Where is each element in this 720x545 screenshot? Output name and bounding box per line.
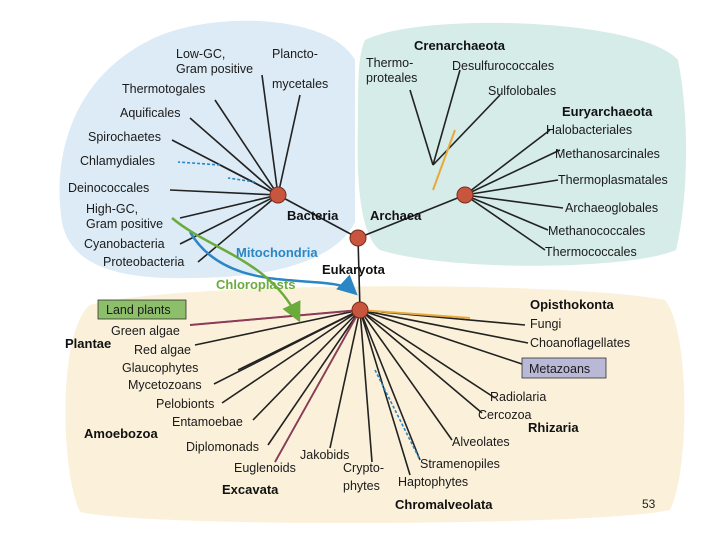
domain-bacteria: Bacteria: [287, 208, 339, 223]
taxon-chlamydiales: Chlamydiales: [80, 154, 155, 168]
taxon-aquificales: Aquificales: [120, 106, 180, 120]
domain-archaea: Archaea: [370, 208, 422, 223]
domain-eukaryota: Eukaryota: [322, 262, 386, 277]
taxon-choanoflagellates: Choanoflagellates: [530, 336, 630, 350]
group-rhizaria: Rhizaria: [528, 420, 579, 435]
taxon-jakobids: Jakobids: [300, 448, 349, 462]
taxon-alveolates: Alveolates: [452, 435, 510, 449]
taxon-spirochaetes: Spirochaetes: [88, 130, 161, 144]
taxon-metazoans: Metazoans: [529, 362, 590, 376]
taxon-red-algae: Red algae: [134, 343, 191, 357]
group-plantae: Plantae: [65, 336, 111, 351]
taxon-desulfurococcales: Desulfurococcales: [452, 59, 554, 73]
chloroplasts-arrow: [171, 217, 301, 323]
taxon-thermotogales: Thermotogales: [122, 82, 205, 96]
taxon-halobacteriales: Halobacteriales: [546, 123, 632, 137]
taxon-entamoebae: Entamoebae: [172, 415, 243, 429]
taxon-thermo-2: proteales: [366, 71, 417, 85]
taxon-land-plants: Land plants: [106, 303, 171, 317]
taxon-archaeoglobales: Archaeoglobales: [565, 201, 658, 215]
taxon-thermococcales: Thermococcales: [545, 245, 637, 259]
taxon-green-algae: Green algae: [111, 324, 180, 338]
group-opisthokonta: Opisthokonta: [530, 297, 615, 312]
taxon-low-gc-2: Gram positive: [176, 62, 253, 76]
taxon-euglenoids: Euglenoids: [234, 461, 296, 475]
group-chromalveolata: Chromalveolata: [395, 497, 493, 512]
bacteria-branches: [169, 74, 359, 263]
taxon-mycetozoans: Mycetozoans: [128, 378, 202, 392]
taxon-thermoplasmatales: Thermoplasmatales: [558, 173, 668, 187]
taxon-deinococcales: Deinococcales: [68, 181, 149, 195]
eukaryota-node: [351, 301, 369, 319]
taxon-high-gc-2: Gram positive: [86, 217, 163, 231]
taxon-proteobacteria: Proteobacteria: [103, 255, 184, 269]
group-euryarchaeota: Euryarchaeota: [562, 104, 653, 119]
taxon-cyanobacteria: Cyanobacteria: [84, 237, 165, 251]
taxon-pelobionts: Pelobionts: [156, 397, 214, 411]
group-excavata: Excavata: [222, 482, 279, 497]
metazoans-box: [521, 357, 607, 379]
taxon-fungi: Fungi: [530, 317, 561, 331]
taxon-sulfolobales: Sulfolobales: [488, 84, 556, 98]
taxon-glaucophytes: Glaucophytes: [122, 361, 198, 375]
taxon-thermo-1: Thermo-: [366, 56, 413, 70]
group-amoebozoa: Amoebozoa: [84, 426, 158, 441]
eukaryota-root-node: [349, 229, 367, 247]
taxon-high-gc-1: High-GC,: [86, 202, 138, 216]
archaea-node: [456, 186, 474, 204]
taxon-low-gc-1: Low-GC,: [176, 47, 225, 61]
taxon-crypto-1: Crypto-: [343, 461, 384, 475]
taxon-plancto-2: mycetales: [272, 77, 328, 91]
mitochondria-arrow: [188, 231, 358, 296]
taxon-crypto-2: phytes: [343, 479, 380, 493]
taxon-radiolaria: Radiolaria: [490, 390, 546, 404]
label-chloroplasts: Chloroplasts: [216, 277, 295, 292]
taxon-cercozoa: Cercozoa: [478, 408, 532, 422]
bacteria-node: [269, 186, 287, 204]
group-crenarchaeota: Crenarchaeota: [414, 38, 506, 53]
archaea-branches: [357, 69, 564, 251]
taxon-plancto-1: Plancto-: [272, 47, 318, 61]
bacteria-region: [59, 20, 356, 279]
eukaryota-region: [65, 286, 685, 524]
label-mitochondria: Mitochondria: [236, 245, 318, 260]
taxon-diplomonads: Diplomonads: [186, 440, 259, 454]
taxon-methanosarcinales: Methanosarcinales: [555, 147, 660, 161]
page-number: 53: [642, 497, 656, 511]
taxon-methanococcales: Methanococcales: [548, 224, 645, 238]
taxon-haptophytes: Haptophytes: [398, 475, 468, 489]
land-plants-box: [97, 299, 187, 320]
taxon-stramenopiles: Stramenopiles: [420, 457, 500, 471]
